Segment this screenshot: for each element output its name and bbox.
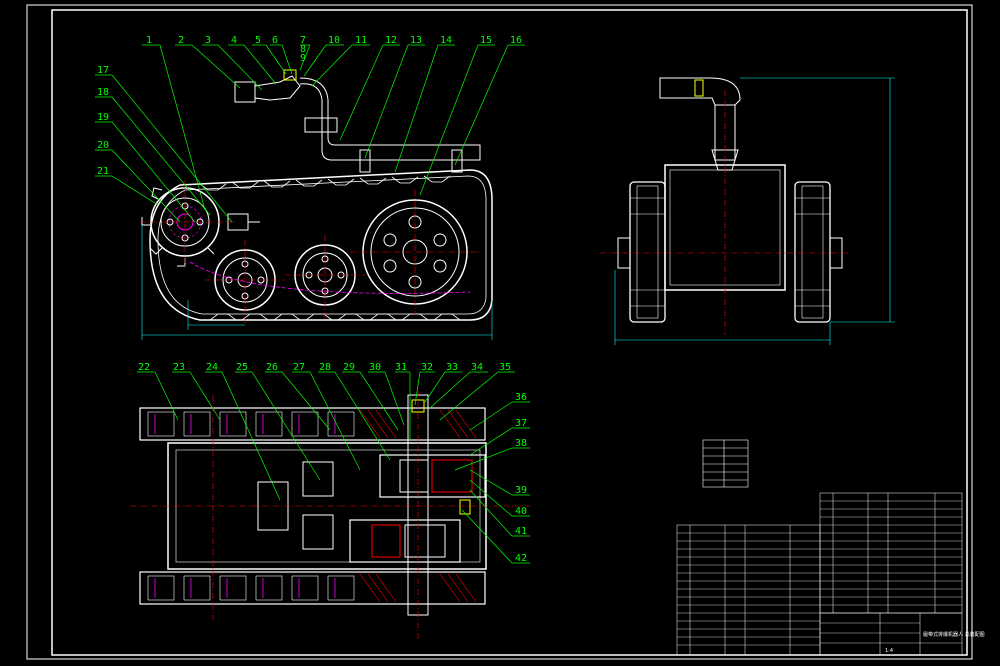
front-view xyxy=(600,77,895,345)
part-number: 15 xyxy=(480,35,492,46)
scale-text: 1:4 xyxy=(885,648,893,654)
part-number: 11 xyxy=(355,35,367,46)
part-number: 27 xyxy=(293,362,305,373)
sheet-inner-border xyxy=(51,9,968,656)
part-number: 20 xyxy=(97,140,109,151)
part-number: 31 xyxy=(395,362,407,373)
part-number: 6 xyxy=(272,35,278,46)
part-number: 18 xyxy=(97,87,109,98)
part-number: 3 xyxy=(205,35,211,46)
part-number: 8 xyxy=(300,44,306,55)
part-number: 41 xyxy=(515,526,527,537)
sheet-outer-border xyxy=(26,4,973,660)
part-number: 29 xyxy=(343,362,355,373)
side-view-part-numbers: 1 2 3 4 5 6 7 8 9 10 11 12 13 14 15 16 1… xyxy=(97,35,522,177)
part-number: 10 xyxy=(328,35,340,46)
part-number: 13 xyxy=(410,35,422,46)
part-number: 14 xyxy=(440,35,452,46)
part-number: 28 xyxy=(319,362,331,373)
part-number: 42 xyxy=(515,553,527,564)
part-number: 5 xyxy=(255,35,261,46)
part-number: 22 xyxy=(138,362,150,373)
part-number: 12 xyxy=(385,35,397,46)
part-number: 24 xyxy=(206,362,218,373)
part-number: 7 xyxy=(300,35,306,46)
part-number: 30 xyxy=(369,362,381,373)
side-view-leaders xyxy=(95,44,525,223)
part-number: 2 xyxy=(178,35,184,46)
top-view-part-numbers: 22 23 24 25 26 27 28 29 30 31 32 33 34 3… xyxy=(138,362,527,564)
part-number: 34 xyxy=(471,362,483,373)
part-number: 40 xyxy=(515,506,527,517)
part-number: 21 xyxy=(97,166,109,177)
spec-table xyxy=(702,439,749,488)
part-number: 35 xyxy=(499,362,511,373)
part-number: 16 xyxy=(510,35,522,46)
title-block-text: 履带式排爆机器人 总装配图 xyxy=(923,631,985,638)
bom-table xyxy=(676,492,963,656)
part-number: 26 xyxy=(266,362,278,373)
part-number: 32 xyxy=(421,362,433,373)
part-number: 39 xyxy=(515,485,527,496)
part-number: 23 xyxy=(173,362,185,373)
side-view xyxy=(140,69,493,340)
part-number: 36 xyxy=(515,392,527,403)
part-number: 9 xyxy=(300,53,306,64)
part-number: 33 xyxy=(446,362,458,373)
top-view-leaders xyxy=(137,371,530,564)
part-number: 25 xyxy=(236,362,248,373)
part-number: 4 xyxy=(231,35,237,46)
bom-row-lines xyxy=(677,500,962,646)
part-number: 37 xyxy=(515,418,527,429)
part-number: 38 xyxy=(515,438,527,449)
part-number: 19 xyxy=(97,112,109,123)
part-number: 17 xyxy=(97,65,109,76)
top-view xyxy=(130,380,530,640)
part-number: 1 xyxy=(146,35,152,46)
